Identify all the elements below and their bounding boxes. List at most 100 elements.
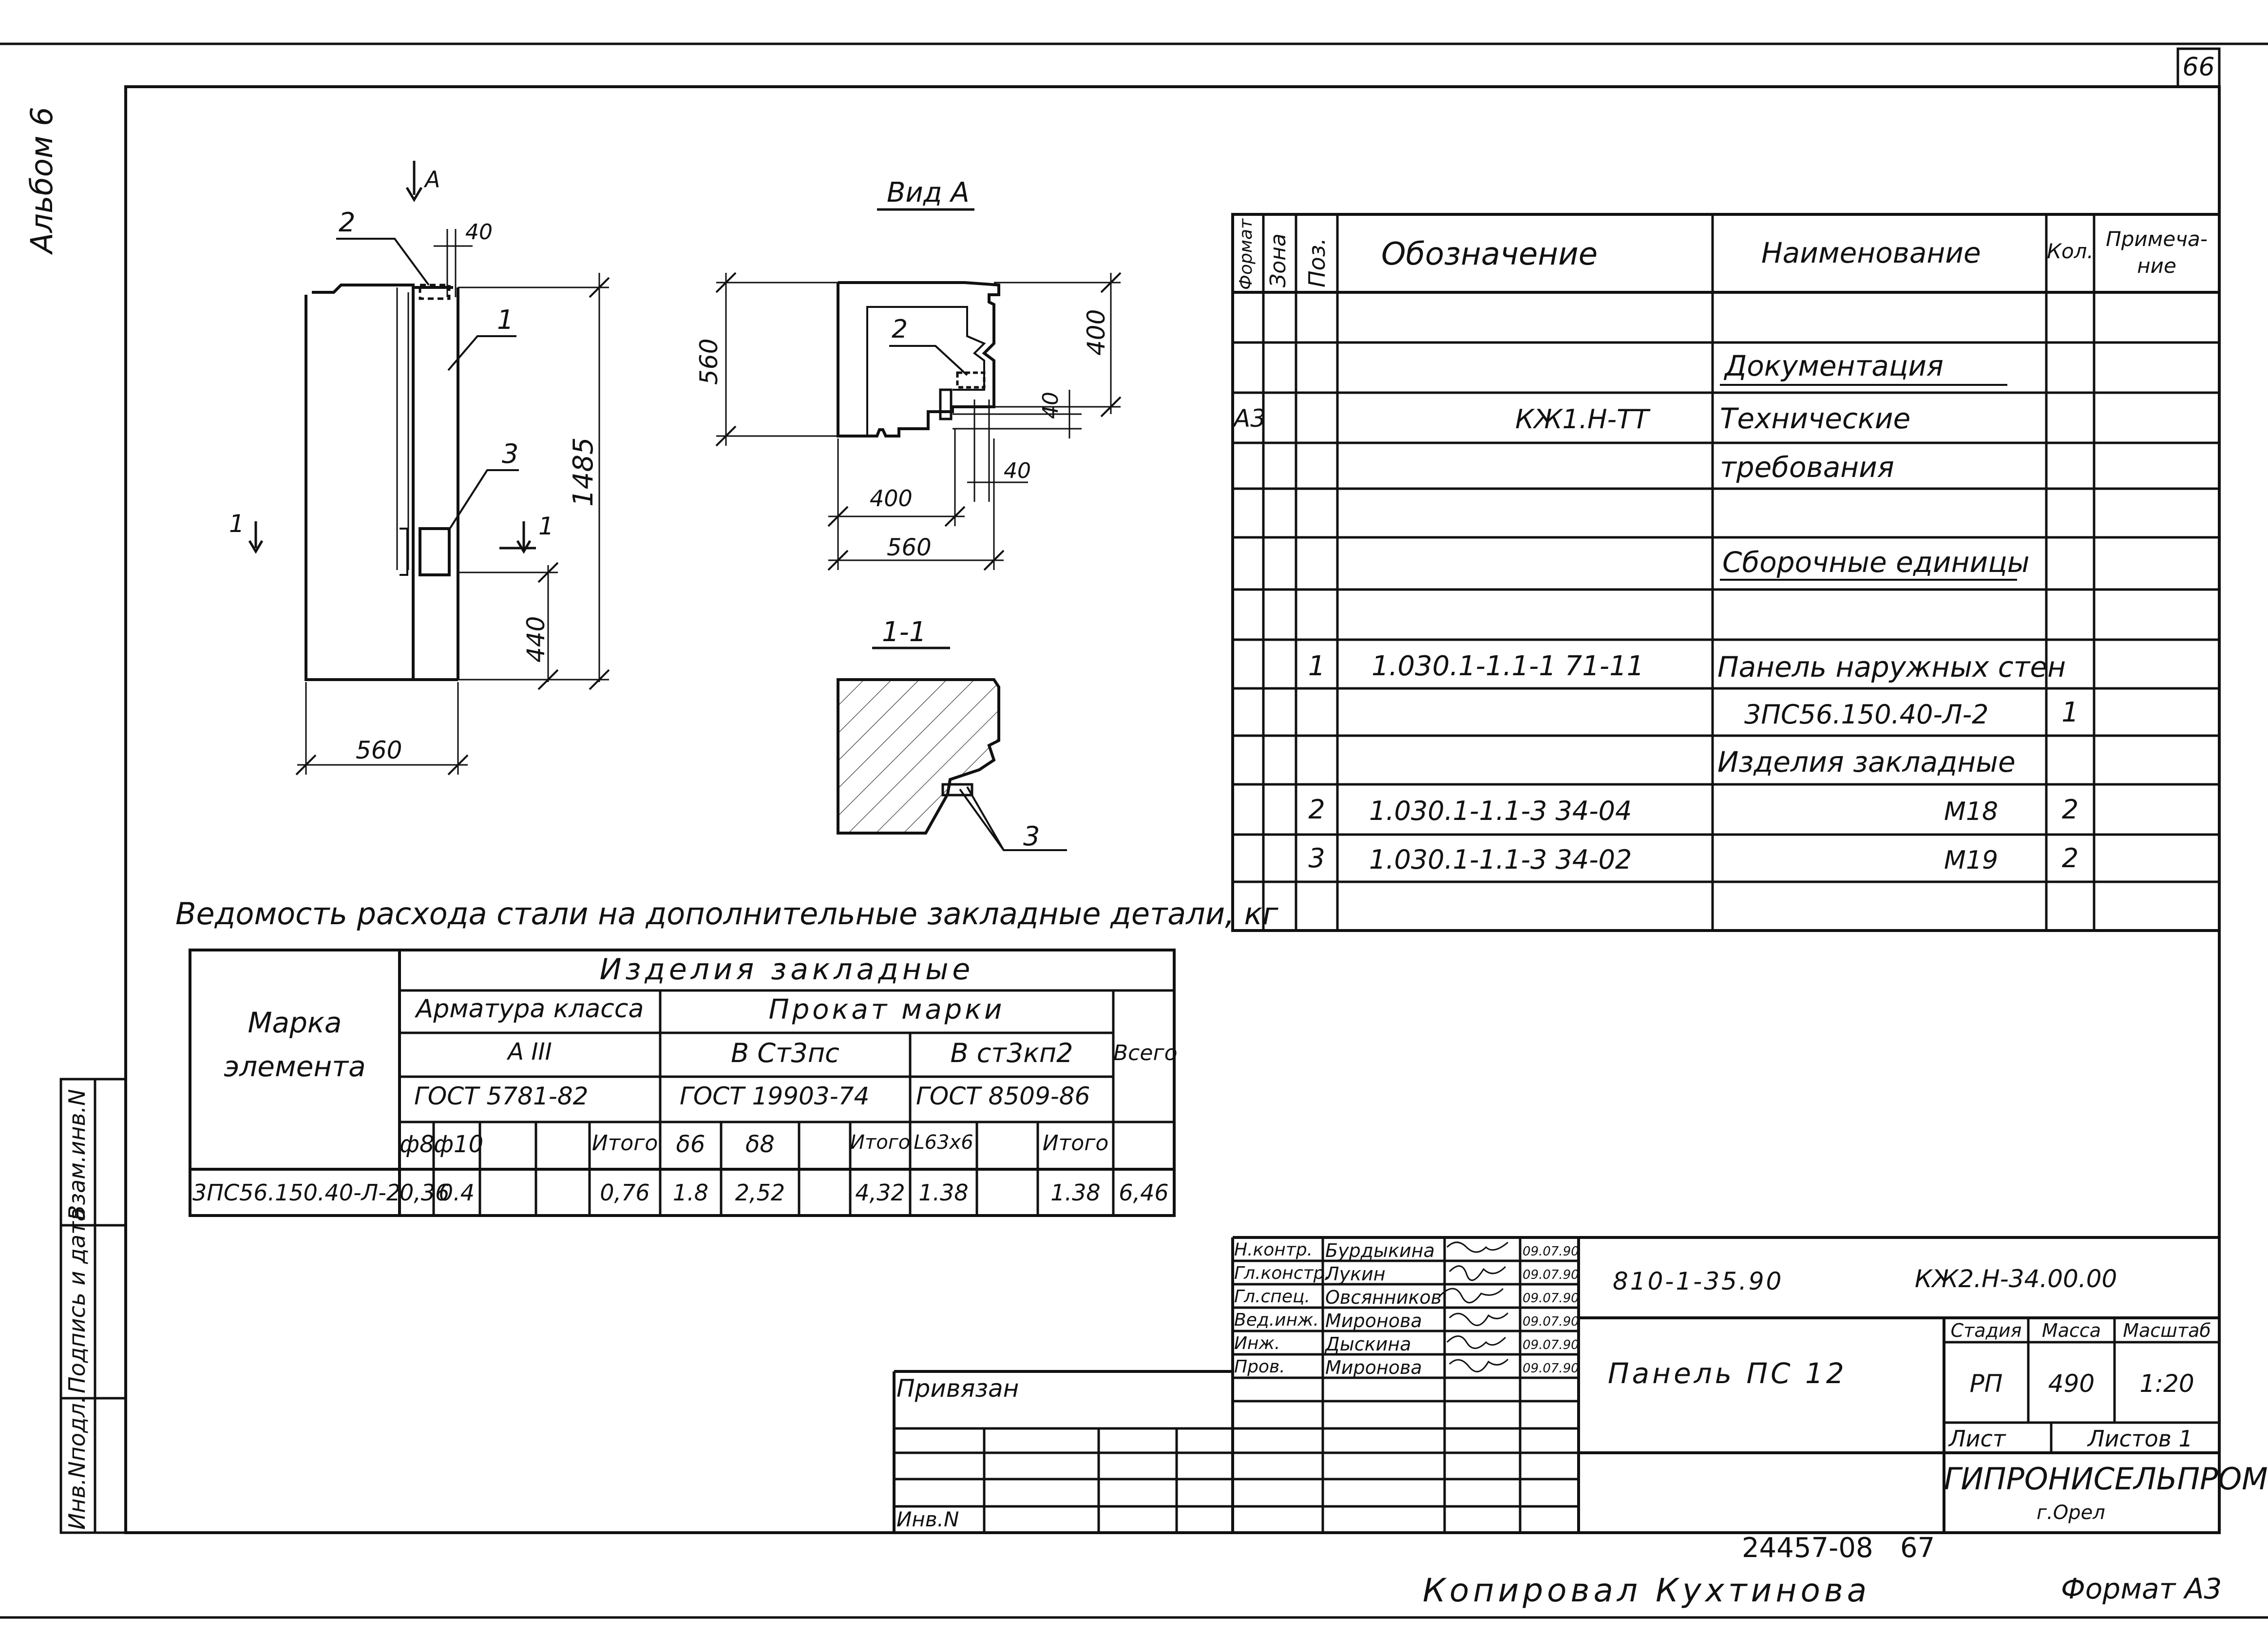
tb-date: 09.07.90 [1523,1244,1579,1259]
steel-col-header: Итого [850,1131,911,1154]
tb-title: Панель ПС 12 [1608,1357,1847,1390]
spec-row-name: Документация [1725,349,1944,382]
spec-header-designation: Обозначение [1381,236,1598,272]
spec-row-name: Сборочные единицы [1722,546,2030,579]
spec-row-designation: КЖ1.Н-ТТ [1515,404,1649,435]
steel-table-caption: Ведомость расхода стали на дополнительны… [175,896,1278,932]
tb-project-code: 810-1-35.90 [1613,1267,1784,1295]
spec-row-name: М19 [1944,846,1999,875]
side-stamp-inv-no: Инв.Nподл. [64,1396,90,1530]
view-a-dim-560-h: 560 [887,534,932,561]
tb-role: Н.контр. [1234,1240,1313,1260]
steel-col-header: δ6 [676,1131,705,1158]
page-number-box [2176,47,2221,88]
spec-row-name: требования [1720,451,1894,484]
spec-row-name: Технические [1720,402,1911,435]
steel-grade-2-gost: ГОСТ 8509-86 [916,1082,1090,1110]
tb-date: 09.07.90 [1523,1268,1579,1282]
format-label: Формат А3 [2061,1572,2222,1605]
tb-mass: 490 [2048,1369,2095,1398]
view-a-dim-40-a: 40 [1038,392,1063,419]
archive-number: 24457-08 [1742,1532,1873,1564]
tb-inv-label: Инв.N [896,1507,959,1531]
copied-by: Копировал Кухтинова [1423,1572,1871,1609]
tb-stage-label: Стадия [1950,1320,2022,1341]
view-a-dim-560-v: 560 [695,338,723,385]
tb-role: Инж. [1234,1333,1280,1353]
tb-date: 09.07.90 [1523,1291,1579,1306]
tb-date: 09.07.90 [1523,1361,1579,1376]
spec-row-designation: 1.030.1-1.1-3 34-02 [1369,844,1632,875]
tb-name: Овсянников [1325,1287,1442,1308]
album-label: Альбом 6 [24,107,59,253]
section-mark-left: 1 [229,510,245,538]
spec-header-name: Наименование [1761,236,1981,269]
panel-elevation [248,161,610,776]
view-a-dim-40-b: 40 [1004,458,1031,483]
tb-stage: РП [1969,1369,2003,1398]
section-1-1-drawing [837,646,1067,851]
callout-2-label: 2 [339,207,356,238]
steel-row-value: 0,36 [400,1179,450,1206]
steel-grade-1: В Ст3пс [731,1038,839,1068]
view-a-dim-400-h: 400 [870,485,913,512]
callout-3-label: 3 [502,438,519,469]
spec-header-pos: Поз. [1304,238,1330,287]
spec-row-qty: 2 [2061,794,2079,825]
steel-row-value: 4,32 [855,1179,905,1206]
side-stamp-sign-date: Подпись и дата [64,1207,90,1393]
spec-table-grid [1231,213,2221,932]
tb-doc-code: КЖ2.Н-34.00.00 [1915,1265,2117,1293]
spec-header-zone: Зона [1266,233,1291,287]
tb-sheets-label: Листов 1 [2088,1426,2193,1452]
spec-row-designation: 1.030.1-1.1-3 34-04 [1369,796,1632,826]
tb-scale-label: Масштаб [2123,1320,2211,1341]
signature-scribbles [1439,1241,1509,1372]
tb-name: Бурдыкина [1325,1240,1435,1261]
spec-row-designation: 1.030.1-1.1-1 71-11 [1372,650,1644,682]
tb-role: Гл.спец. [1234,1287,1310,1307]
steel-col-header: L63x6 [914,1131,973,1154]
spec-header-note-1: Примеча- [2106,227,2208,251]
steel-col-header: Итого [1042,1131,1109,1156]
spec-row-name: Панель наружных стен [1717,650,2066,684]
tb-date: 09.07.90 [1523,1314,1579,1329]
side-stamp-grid [59,1078,127,1534]
arrow-a-label: А [425,166,440,192]
steel-col-header: ф8 [400,1131,435,1158]
section-1-1-title: 1-1 [882,616,927,648]
steel-rebar-header: Арматура класса [416,994,644,1024]
side-stamp-replaces: Взам.инв.N [64,1089,90,1220]
spec-header-format: Формат [1236,218,1256,290]
steel-rolled-header: Прокат марки [768,994,1005,1026]
archive-page: 67 [1900,1532,1935,1564]
spec-row-name: 3ПС56.150.40-Л-2 [1744,699,1989,730]
steel-col-header: ф10 [434,1131,484,1158]
view-a-title: Вид А [887,177,970,209]
view-a-dim-400-v: 400 [1082,309,1110,356]
sheet-border [124,85,2221,1534]
steel-table-grid [189,949,1176,1217]
spec-row-name: Изделия закладные [1717,745,2016,779]
dim-40-top: 40 [465,220,493,245]
spec-header-note-2: ние [2137,254,2176,278]
steel-row-total: 6,46 [1119,1179,1169,1206]
dim-440: 440 [522,616,550,663]
tb-date: 09.07.90 [1523,1338,1579,1352]
tb-name: Миронова [1325,1310,1422,1331]
callout-1-label: 1 [497,304,514,335]
page-number: 66 [2182,53,2215,82]
tb-role: Пров. [1234,1357,1285,1377]
tb-mass-label: Масса [2041,1320,2101,1341]
spec-row-qty: 2 [2061,843,2079,874]
steel-total-header: Всего [1113,1041,1178,1065]
spec-row-qty: 1 [2061,697,2079,728]
spec-row-name: М18 [1944,797,1999,826]
view-a-callout-2: 2 [892,315,908,344]
tb-sheet-label: Лист [1949,1426,2006,1452]
dim-1485: 1485 [568,437,599,507]
steel-row-value: 1.8 [672,1179,709,1206]
steel-row-value: 1.38 [918,1179,969,1206]
steel-rebar-class: А III [508,1038,552,1065]
